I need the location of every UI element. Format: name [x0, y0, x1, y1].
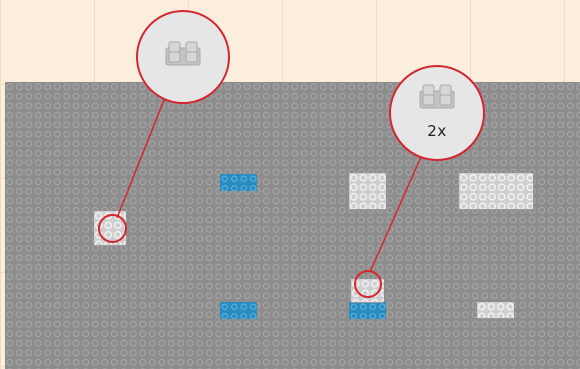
- light-gray-plate-2x2: [349, 173, 386, 209]
- blue-brick-bottom-left: [220, 302, 257, 319]
- part-location-marker-left: [98, 214, 127, 243]
- part-location-marker-right: [354, 270, 382, 298]
- light-gray-plate-4x2: [459, 173, 533, 209]
- light-gray-plate-2x1-right: [477, 302, 514, 318]
- part-callout-left: [136, 10, 230, 104]
- callout-quantity-right: 2x: [427, 122, 447, 140]
- part-callout-right: 2x: [389, 65, 485, 161]
- blue-brick-top: [220, 174, 257, 191]
- plate-2x1-icon: [419, 84, 455, 109]
- gray-baseplate: [5, 82, 580, 369]
- blue-brick-bottom-center: [349, 302, 386, 319]
- plate-2x1-icon: [165, 41, 201, 66]
